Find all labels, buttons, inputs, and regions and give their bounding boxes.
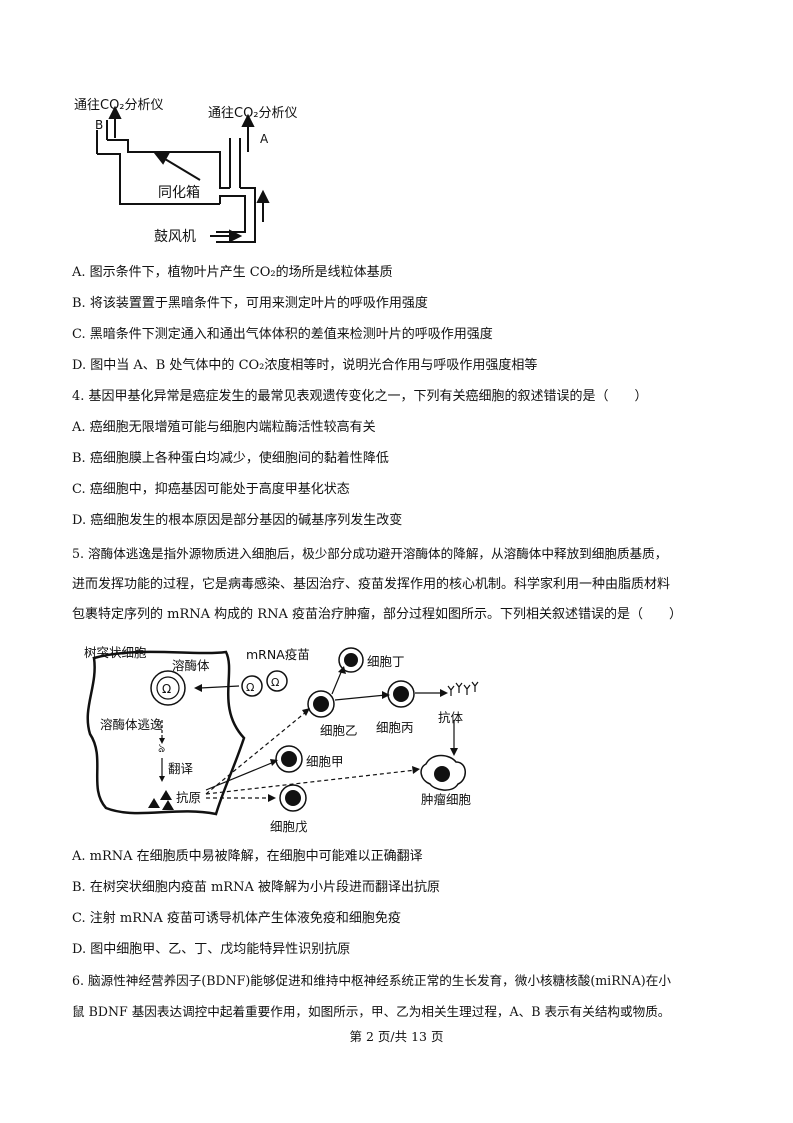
q5-option-a: A. mRNA 在细胞质中易被降解，在细胞中可能难以正确翻译 [72,849,423,864]
apparatus-diagram [96,105,270,243]
label-antibody: 抗体 [438,710,464,725]
label-mrna-vaccine: mRNA疫苗 [246,647,310,662]
q3-option-b: B. 将该装置置于黑暗条件下，可用来测定叶片的呼吸作用强度 [72,296,428,311]
label-assimilation-box: 同化箱 [158,185,200,201]
q4-option-b: B. 癌细胞膜上各种蛋白均减少，使细胞间的黏着性降低 [72,451,389,466]
q6-stem-line-2: 鼠 BDNF 基因表达调控中起着重要作用，如图所示，甲、乙为相关生理过程，A、B… [72,1004,671,1019]
label-right-analyzer: 通往CO₂分析仪 [208,106,298,121]
label-cell-ding: 细胞丁 [367,654,405,669]
q5-stem-line-2: 进而发挥功能的过程，它是病毒感染、基因治疗、疫苗发挥作用的核心机制。科学家利用一… [72,577,671,592]
label-lysosome-escape: 溶酶体逃逸 [100,717,163,732]
label-lysosome: 溶酶体 [172,658,210,673]
figure-mrna-vaccine: Ω Ω Ω ঌ [76,638,496,838]
label-blower: 鼓风机 [154,229,196,245]
q6-stem-line-1: 6. 脑源性神经营养因子(BDNF)能够促进和维持中枢神经系统正常的生长发育，微… [72,973,671,988]
q5-option-b: B. 在树突状细胞内疫苗 mRNA 被降解为小片段进而翻译出抗原 [72,880,440,895]
q5-stem-line-3: 包裹特定序列的 mRNA 构成的 RNA 疫苗治疗肿瘤，部分过程如图所示。下列相… [72,607,682,622]
q4-stem: 4. 基因甲基化异常是癌症发生的最常见表观遗传变化之一，下列有关癌细胞的叙述错误… [72,389,648,404]
label-tumor-cell: 肿瘤细胞 [421,792,472,807]
q5-stem-line-1: 5. 溶酶体逃逸是指外源物质进入细胞后，极少部分成功避开溶酶体的降解，从溶酶体中… [72,546,668,561]
vaccine-diagram: Ω Ω Ω ঌ [86,647,479,816]
q3-option-a: A. 图示条件下，植物叶片产生 CO₂的场所是线粒体基质 [72,265,393,280]
label-cell-bing: 细胞丙 [376,720,414,735]
label-b: B [95,118,104,132]
q4-option-a: A. 癌细胞无限增殖可能与细胞内端粒酶活性较高有关 [72,420,376,435]
label-cell-yi: 细胞乙 [320,723,358,738]
page-footer: 第 2 页/共 13 页 [349,1029,444,1044]
label-antigen: 抗原 [176,790,202,805]
svg-text:Ω: Ω [162,682,171,696]
svg-text:ঌ: ঌ [158,741,165,755]
label-dendritic-cell: 树突状细胞 [84,645,147,660]
q4-option-c: C. 癌细胞中，抑癌基因可能处于高度甲基化状态 [72,482,350,497]
q4-option-d: D. 癌细胞发生的根本原因是部分基因的碱基序列发生改变 [72,513,403,528]
label-cell-wu: 细胞戊 [270,819,308,834]
svg-text:Ω: Ω [271,676,279,689]
label-left-analyzer: 通往CO₂分析仪 [74,98,164,113]
label-a: A [260,132,269,146]
q3-option-c: C. 黑暗条件下测定通入和通出气体体积的差值来检测叶片的呼吸作用强度 [72,327,493,342]
label-translation: 翻译 [168,761,194,776]
svg-text:Ω: Ω [246,681,254,694]
q5-option-d: D. 图中细胞甲、乙、丁、戊均能特异性识别抗原 [72,942,351,957]
q5-option-c: C. 注射 mRNA 疫苗可诱导机体产生体液免疫和细胞免疫 [72,911,401,926]
q3-option-d: D. 图中当 A、B 处气体中的 CO₂浓度相等时，说明光合作用与呼吸作用强度相… [72,358,538,373]
figure-co2-apparatus: 通往CO₂分析仪 通往CO₂分析仪 B A 同化箱 鼓风机 [70,92,330,252]
label-cell-jia: 细胞甲 [306,754,344,769]
